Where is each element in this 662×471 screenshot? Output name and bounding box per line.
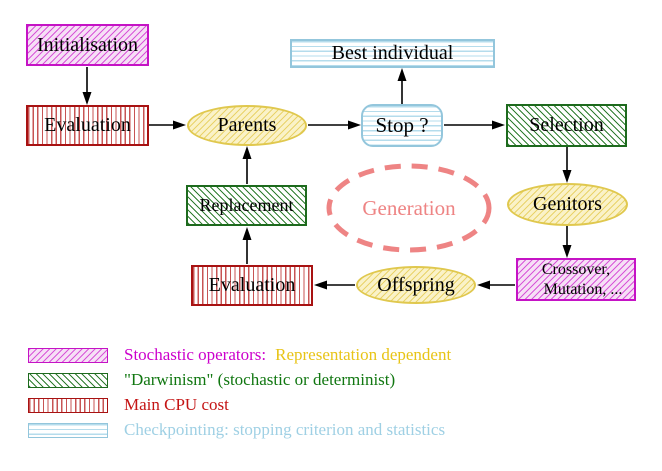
node-evaluation-bottom: Evaluation xyxy=(191,265,313,306)
node-evaluation-bottom-label: Evaluation xyxy=(208,274,296,296)
arrow-crossover-to-offspring xyxy=(477,280,515,290)
arrow-stop-to-best-individual xyxy=(397,68,407,104)
legend-label-stochastic: Stochastic operators: xyxy=(124,345,267,364)
legend-row-darwinism: "Darwinism" (stochastic or determinist) xyxy=(28,370,396,389)
node-stop: Stop ? xyxy=(361,104,443,147)
node-genitors: Genitors xyxy=(507,183,628,226)
legend-label-cpu-cost: Main CPU cost xyxy=(124,395,229,414)
arrow-evaluation-to-replacement xyxy=(242,227,252,264)
arrow-offspring-to-evaluation xyxy=(314,280,355,290)
node-crossover-line1: Crossover, xyxy=(541,261,611,279)
legend-label-darwinism: "Darwinism" (stochastic or determinist) xyxy=(124,370,396,389)
arrow-initialisation-to-evaluation xyxy=(82,67,92,105)
node-selection-label: Selection xyxy=(529,114,604,136)
arrow-parents-to-stop xyxy=(308,120,361,130)
node-initialisation-label: Initialisation xyxy=(36,33,139,56)
legend-swatch-checkpointing xyxy=(28,422,108,438)
node-replacement: Replacement xyxy=(186,185,307,226)
legend-label-checkpointing: Checkpointing: stopping criterion and st… xyxy=(124,420,446,439)
node-evaluation-top-label: Evaluation xyxy=(44,114,131,136)
legend-swatch-darwinism xyxy=(28,372,108,388)
arrow-selection-to-genitors xyxy=(562,147,572,183)
node-crossover-line2: Mutation, ... xyxy=(543,280,623,298)
node-parents-label: Parents xyxy=(217,114,277,136)
legend-row-stochastic: Stochastic operators: Representation dep… xyxy=(28,345,452,364)
node-offspring-label: Offspring xyxy=(377,273,455,296)
generation-text: Generation xyxy=(362,195,456,220)
arrow-replacement-to-parents xyxy=(242,146,252,184)
arrow-stop-to-selection xyxy=(444,120,505,130)
legend-row-checkpointing: Checkpointing: stopping criterion and st… xyxy=(28,420,446,439)
node-genitors-label: Genitors xyxy=(533,193,602,215)
node-best-individual-label: Best individual xyxy=(331,42,454,64)
node-stop-label: Stop ? xyxy=(375,113,429,138)
arrow-evaluation-to-parents xyxy=(149,120,186,130)
legend-swatch-cpu-cost xyxy=(28,397,108,413)
generation-dashed-ellipse xyxy=(326,163,492,253)
node-crossover-mutation: Crossover, Mutation, ... xyxy=(516,258,636,301)
legend-swatch-stochastic-operators xyxy=(28,347,108,363)
legend-row-cpu-cost: Main CPU cost xyxy=(28,395,229,414)
node-offspring: Offspring xyxy=(356,266,476,304)
node-initialisation: Initialisation xyxy=(26,24,149,66)
generation-label: Generation xyxy=(326,163,492,253)
node-evaluation-top: Evaluation xyxy=(26,105,149,146)
node-replacement-label: Replacement xyxy=(199,195,294,216)
legend-label-representation: Representation dependent xyxy=(275,345,452,364)
node-selection: Selection xyxy=(506,104,627,147)
arrow-genitors-to-crossover xyxy=(562,226,572,258)
node-parents: Parents xyxy=(187,105,307,146)
node-best-individual: Best individual xyxy=(290,39,495,68)
